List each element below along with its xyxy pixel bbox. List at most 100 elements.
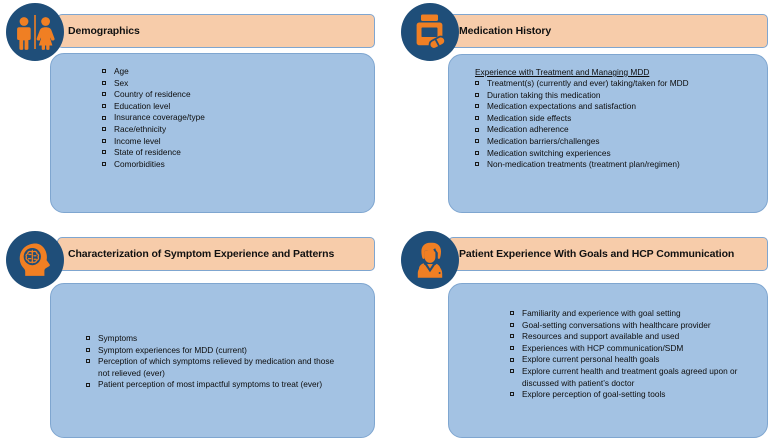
list-item: Comorbidities (102, 159, 205, 171)
square-bullet-icon (475, 150, 479, 155)
panel-symptom-characterization: Symptoms Symptom experiences for MDD (cu… (0, 223, 389, 446)
list-item-label: Perception of which symptoms relieved by… (98, 356, 335, 378)
list-item: Treatment(s) (currently and ever) taking… (475, 78, 689, 90)
panel-title: Demographics (68, 25, 140, 37)
list-item-label: Experiences with HCP communication/SDM (522, 342, 684, 353)
symptom-characterization-list: Symptoms Symptom experiences for MDD (cu… (86, 333, 346, 391)
list-item-label: Country of residence (114, 89, 191, 100)
list-item-label: Age (114, 66, 129, 76)
list-item: Symptoms (86, 333, 346, 345)
brain-head-icon (6, 231, 64, 289)
medication-history-content-box: Experience with Treatment and Managing M… (448, 54, 768, 213)
list-item-label: Race/ethnicity (114, 123, 167, 134)
list-item: Medication barriers/challenges (475, 136, 689, 148)
list-item: Insurance coverage/type (102, 112, 205, 124)
doctor-stethoscope-icon (401, 231, 459, 289)
list-item-label: Medication barriers/challenges (487, 135, 600, 146)
list-item-label: Medication adherence (487, 124, 569, 135)
list-item-label: Treatment(s) (currently and ever) taking… (487, 78, 689, 88)
square-bullet-icon (510, 392, 514, 397)
square-bullet-icon (475, 162, 479, 167)
list-item: Goal-setting conversations with healthca… (510, 320, 752, 332)
square-bullet-icon (510, 346, 514, 351)
list-item: Medication expectations and satisfaction (475, 101, 689, 113)
medication-history-list-wrap: Experience with Treatment and Managing M… (475, 67, 689, 171)
square-bullet-icon (510, 322, 514, 327)
goals-hcp-content-box: Familiarity and experience with goal set… (448, 283, 768, 438)
list-item: Education level (102, 101, 205, 113)
square-bullet-icon (86, 336, 90, 341)
list-item-label: Symptom experiences for MDD (current) (98, 344, 247, 355)
list-item: Country of residence (102, 89, 205, 101)
list-item-label: Familiarity and experience with goal set… (522, 308, 681, 318)
list-item: Explore current personal health goals (510, 354, 752, 366)
list-item-label: State of residence (114, 147, 181, 158)
square-bullet-icon (102, 115, 106, 120)
list-item-label: Insurance coverage/type (114, 112, 205, 123)
list-item-label: Resources and support available and used (522, 331, 680, 342)
list-item-label: Medication expectations and satisfaction (487, 101, 636, 112)
square-bullet-icon (475, 104, 479, 109)
square-bullet-icon (510, 334, 514, 339)
panel-goals-hcp-communication: Familiarity and experience with goal set… (390, 223, 779, 446)
square-bullet-icon (86, 359, 90, 364)
list-item: Perception of which symptoms relieved by… (86, 356, 346, 379)
list-item: Explore current health and treatment goa… (510, 366, 752, 389)
list-item: State of residence (102, 147, 205, 159)
list-item: Patient perception of most impactful sym… (86, 379, 346, 391)
goals-hcp-list: Familiarity and experience with goal set… (510, 308, 752, 401)
list-item: Resources and support available and used (510, 331, 752, 343)
square-bullet-icon (510, 369, 514, 374)
goals-hcp-header-bar: Patient Experience With Goals and HCP Co… (448, 237, 768, 271)
medication-history-header-bar: Medication History (448, 14, 768, 48)
male-female-restroom-icon (6, 3, 64, 61)
square-bullet-icon (102, 69, 106, 74)
square-bullet-icon (510, 311, 514, 316)
symptom-characterization-content-box: Symptoms Symptom experiences for MDD (cu… (50, 283, 375, 438)
list-item-label: Medication switching experiences (487, 147, 611, 158)
list-item: Familiarity and experience with goal set… (510, 308, 752, 320)
panel-demographics: Age Sex Country of residence Education l… (0, 0, 389, 223)
square-bullet-icon (475, 116, 479, 121)
list-item-label: Education level (114, 100, 171, 111)
demographics-header-bar: Demographics (57, 14, 375, 48)
square-bullet-icon (510, 357, 514, 362)
symptom-characterization-header-bar: Characterization of Symptom Experience a… (57, 237, 375, 271)
list-item-label: Goal-setting conversations with healthca… (522, 319, 711, 330)
square-bullet-icon (86, 347, 90, 352)
square-bullet-icon (102, 104, 106, 109)
list-item: Explore perception of goal-setting tools (510, 389, 752, 401)
list-item-label: Medication side effects (487, 112, 572, 123)
square-bullet-icon (86, 382, 90, 387)
list-item: Race/ethnicity (102, 124, 205, 136)
demographics-content-box: Age Sex Country of residence Education l… (50, 53, 375, 213)
list-item-label: Explore perception of goal-setting tools (522, 389, 666, 400)
panel-title: Medication History (459, 25, 552, 37)
panel-medication-history: Experience with Treatment and Managing M… (390, 0, 779, 223)
list-item: Non-medication treatments (treatment pla… (475, 159, 689, 171)
square-bullet-icon (102, 150, 106, 155)
demographics-list: Age Sex Country of residence Education l… (102, 66, 205, 170)
panel-title: Characterization of Symptom Experience a… (68, 248, 335, 260)
square-bullet-icon (102, 80, 106, 85)
list-item: Age (102, 66, 205, 78)
square-bullet-icon (102, 127, 106, 132)
list-item-label: Explore current health and treatment goa… (522, 365, 738, 388)
square-bullet-icon (475, 139, 479, 144)
list-item: Symptom experiences for MDD (current) (86, 345, 346, 357)
list-item-label: Income level (114, 135, 161, 146)
list-item-label: Duration taking this medication (487, 89, 601, 100)
list-item-label: Symptoms (98, 333, 138, 343)
square-bullet-icon (475, 81, 479, 86)
list-item: Medication side effects (475, 113, 689, 125)
square-bullet-icon (102, 162, 106, 167)
pill-bottle-icon (401, 3, 459, 61)
list-item-label: Non-medication treatments (treatment pla… (487, 159, 680, 170)
square-bullet-icon (102, 138, 106, 143)
medication-history-list: Treatment(s) (currently and ever) taking… (475, 78, 689, 171)
square-bullet-icon (475, 127, 479, 132)
list-item: Duration taking this medication (475, 90, 689, 102)
list-item-label: Comorbidities (114, 158, 165, 169)
list-item: Experiences with HCP communication/SDM (510, 343, 752, 355)
